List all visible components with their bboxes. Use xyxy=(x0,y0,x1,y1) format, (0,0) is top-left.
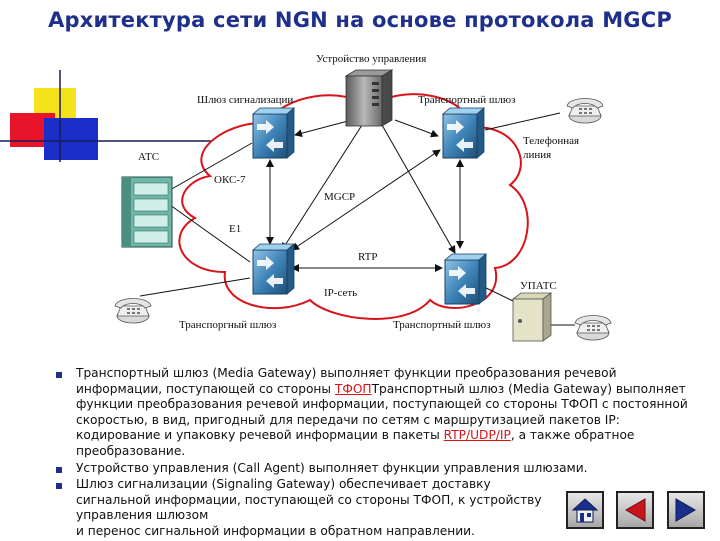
label-signaling-gateway: Шлюз сигнализации xyxy=(197,94,293,106)
label-upats: УПАТС xyxy=(520,280,557,292)
connections xyxy=(139,112,575,326)
transport-gateway-top xyxy=(442,107,485,159)
bullet-1-text-a: Транспортный шлюз (Media Gateway) выполн… xyxy=(76,366,617,396)
home-icon xyxy=(571,498,599,523)
label-e1: E1 xyxy=(229,223,241,235)
label-transport-gateway-bottom-left: Транспоргный шлюз xyxy=(179,319,276,331)
label-oks7: ОКС-7 xyxy=(214,174,246,186)
next-slide-button[interactable] xyxy=(667,491,705,529)
transport-gateway-bottom-left xyxy=(252,243,295,295)
bullet-3-text-b: формации, поступающей со стороны ТФОП, к… xyxy=(76,492,542,523)
label-ip-network: IP-сеть xyxy=(324,287,357,299)
description-list: Транспортный шлюз (Media Gateway) выполн… xyxy=(56,366,696,541)
bullet-call-agent: Устройство управления (Call Agent) выпол… xyxy=(56,461,696,477)
phone-icon-bottom-left xyxy=(114,298,152,324)
label-transport-gateway-top: Транспортный шлюз xyxy=(418,94,515,106)
bullet-3-text-c: и перенос сигнальной информации в обратн… xyxy=(76,523,475,538)
upats-cabinet xyxy=(511,292,553,342)
bullet-2-text: Устройство управления (Call Agent) выпол… xyxy=(76,460,588,475)
signaling-gateway xyxy=(252,107,295,159)
previous-slide-button[interactable] xyxy=(616,491,654,529)
label-phone-line-2: линия xyxy=(523,149,551,161)
bullet-1-text-b: Транспортный шлюз (Media Gateway) выполн… xyxy=(76,381,688,443)
phone-icon-bottom-right xyxy=(574,315,612,341)
bullet-media-gateway: Транспортный шлюз (Media Gateway) выполн… xyxy=(56,366,696,460)
label-phone-line-1: Телефонная xyxy=(523,135,579,147)
link-tfop[interactable]: ТФОП xyxy=(334,381,372,396)
bullet-3-text-a: Шлюз сигнализации (Signaling Gateway) об… xyxy=(76,477,491,507)
transport-gateway-bottom-right xyxy=(444,253,487,305)
home-button[interactable] xyxy=(566,491,604,529)
ats-cabinet xyxy=(121,176,173,248)
page-title: Архитектура сети NGN на основе протокола… xyxy=(48,8,672,32)
bullet-signaling-gateway: Шлюз сигнализации (Signaling Gateway) об… xyxy=(56,477,696,539)
label-mgcp: MGCP xyxy=(324,191,355,203)
phone-icon-top-right xyxy=(566,98,604,124)
triangle-left-icon xyxy=(625,498,646,522)
link-rtp-udp-ip[interactable]: RTP/UDP/IP xyxy=(443,428,511,443)
label-transport-gateway-bottom-right: Транспортный шлюз xyxy=(393,319,490,331)
label-controller: Устройство управления xyxy=(316,53,426,65)
triangle-right-icon xyxy=(675,498,696,522)
label-ats: АТС xyxy=(138,151,159,163)
label-rtp: RTP xyxy=(358,251,378,263)
controller-server xyxy=(344,69,394,127)
bullet-1-text-c: , а также обратное преобразование. xyxy=(76,428,635,458)
network-diagram: Устройство управления Шлюз сигнализации … xyxy=(0,53,612,342)
